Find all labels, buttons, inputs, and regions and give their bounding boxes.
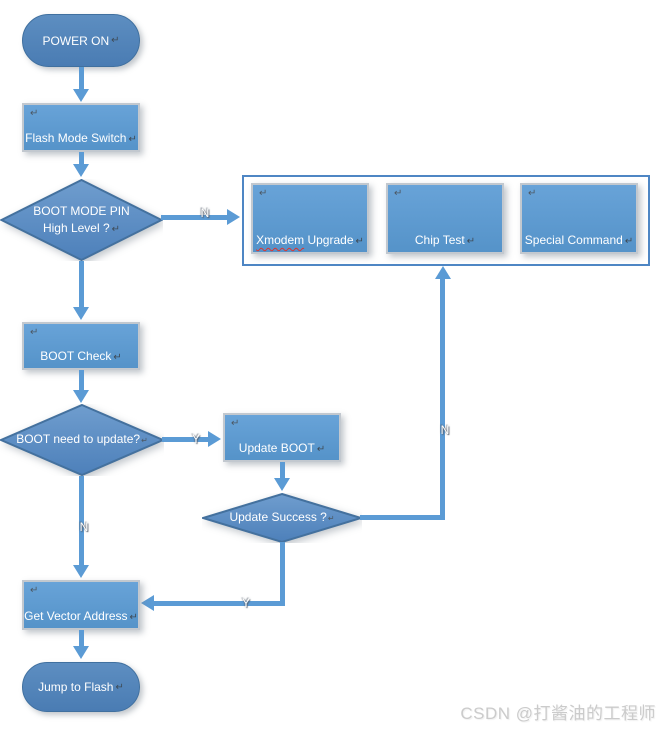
arrowhead-down-icon — [73, 646, 89, 659]
return-mark: ↵ — [394, 188, 403, 199]
node-xmodem-upgrade-label: Xmodem Upgrade↵ — [256, 233, 364, 247]
return-mark: ↵ — [30, 108, 39, 119]
arrowhead-down-icon — [274, 478, 290, 491]
edge-success-no-vertical — [440, 278, 445, 520]
arrowhead-up-icon — [435, 266, 451, 279]
decision-boot-mode-pin-label: BOOT MODE PIN High Level ?↵ — [33, 203, 130, 235]
return-mark: ↵ — [113, 352, 122, 363]
node-jump-to-flash: Jump to Flash↵ — [22, 662, 140, 712]
node-update-boot: ↵ Update BOOT↵ — [223, 413, 341, 462]
arrowhead-left-icon — [141, 595, 154, 611]
node-get-vector-address-label: Get Vector Address↵ — [24, 609, 138, 623]
edge-needupdate-no — [79, 476, 84, 566]
node-flash-mode-switch-label: Flash Mode Switch↵ — [25, 131, 137, 145]
arrowhead-down-icon — [73, 565, 89, 578]
return-mark: ↵ — [327, 514, 335, 523]
node-xmodem-upgrade: ↵ Xmodem Upgrade↵ — [251, 183, 369, 254]
edge-poweron-flash — [79, 67, 84, 90]
return-mark: ↵ — [115, 681, 124, 693]
node-power-on-label: POWER ON — [42, 33, 110, 48]
return-mark: ↵ — [231, 418, 240, 429]
edge-success-no-horizontal — [360, 515, 443, 520]
arrowhead-down-icon — [73, 164, 89, 177]
edge-needupdate-updateboot — [162, 437, 209, 442]
watermark: CSDN @打酱油的工程师 — [460, 704, 656, 723]
return-mark: ↵ — [528, 188, 537, 199]
node-chip-test-label: Chip Test↵ — [414, 233, 476, 247]
branch-label-success-no: N — [440, 423, 450, 437]
decision-boot-need-update — [0, 404, 164, 476]
return-mark: ↵ — [30, 585, 39, 596]
node-special-command-label: Special Command↵ — [524, 233, 634, 247]
return-mark: ↵ — [624, 236, 634, 247]
return-mark: ↵ — [128, 134, 137, 145]
return-mark: ↵ — [111, 35, 120, 46]
return-mark: ↵ — [129, 612, 138, 623]
arrowhead-down-icon — [73, 89, 89, 102]
branch-label-pin-no: N — [200, 206, 210, 220]
node-special-command: ↵ Special Command↵ — [520, 183, 638, 254]
node-boot-check-label: BOOT Check↵ — [40, 349, 122, 363]
edge-success-yes-vertical — [280, 542, 285, 606]
arrowhead-right-icon — [227, 209, 240, 225]
edge-flash-bootpin — [79, 152, 84, 165]
return-mark: ↵ — [259, 188, 268, 199]
return-mark: ↵ — [30, 327, 39, 338]
return-mark: ↵ — [141, 436, 148, 445]
return-mark: ↵ — [316, 444, 326, 455]
arrowhead-down-icon — [73, 390, 89, 403]
node-update-boot-label: Update BOOT↵ — [238, 441, 326, 455]
return-mark: ↵ — [355, 236, 364, 247]
node-flash-mode-switch: ↵ Flash Mode Switch↵ — [22, 103, 140, 152]
branch-label-need-update-yes: Y — [191, 432, 201, 446]
decision-boot-need-update-label: BOOT need to update?↵ — [16, 432, 148, 446]
edge-bootpin-bootcheck — [79, 261, 84, 308]
edge-success-yes-horizontal — [154, 601, 282, 606]
arrowhead-down-icon — [73, 307, 89, 320]
return-mark: ↵ — [466, 236, 476, 247]
arrowhead-right-icon — [208, 431, 221, 447]
edge-updateboot-success — [280, 462, 285, 479]
node-power-on: POWER ON↵ — [22, 14, 140, 67]
return-mark: ↵ — [111, 223, 121, 235]
node-boot-check: ↵ BOOT Check↵ — [22, 322, 140, 370]
node-chip-test: ↵ Chip Test↵ — [386, 183, 504, 254]
edge-bootpin-group — [161, 215, 228, 220]
branch-label-success-yes: Y — [241, 596, 251, 610]
node-get-vector-address: ↵ Get Vector Address↵ — [22, 580, 140, 630]
edge-bootcheck-needupdate — [79, 370, 84, 391]
decision-boot-mode-pin — [0, 179, 163, 261]
decision-update-success-label: Update Success ?↵ — [229, 510, 335, 524]
branch-label-need-update-no: N — [79, 520, 89, 534]
node-jump-to-flash-label: Jump to Flash — [38, 680, 114, 694]
edge-getvector-jump — [79, 630, 84, 647]
